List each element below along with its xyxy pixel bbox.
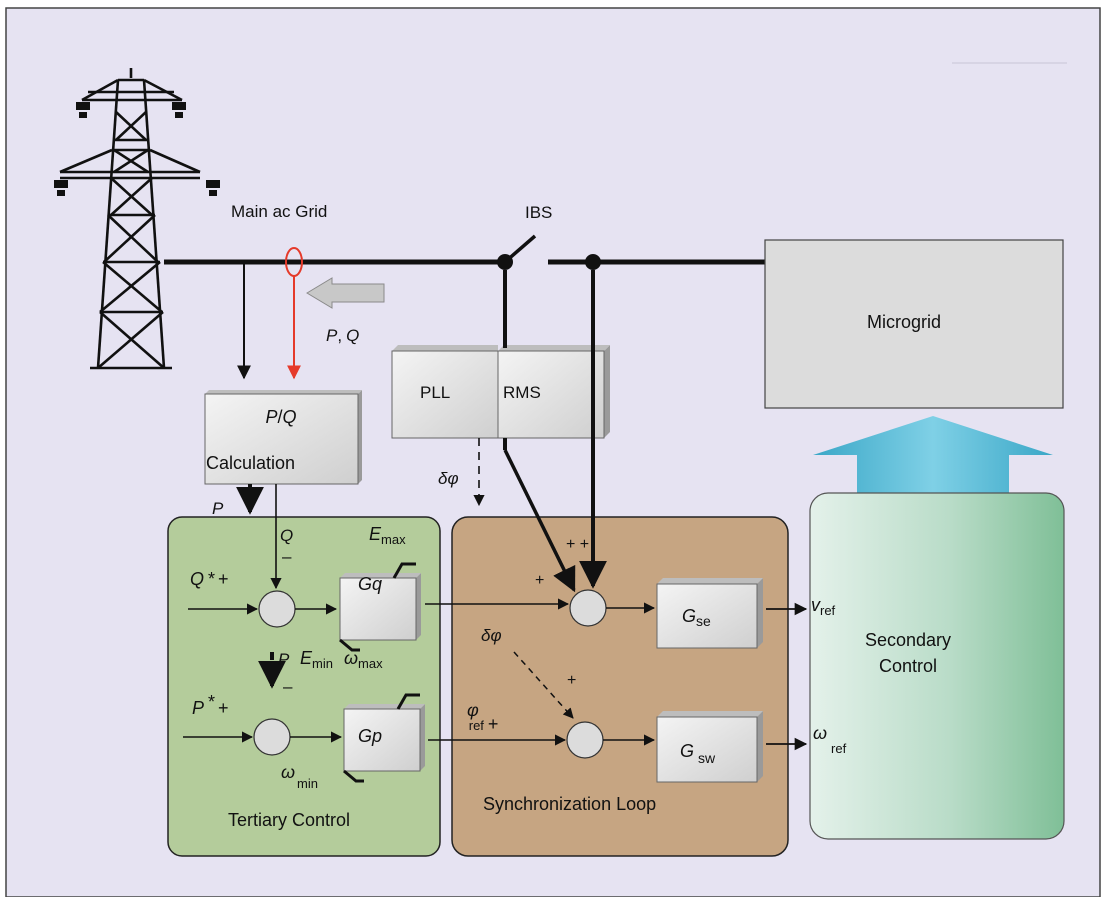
gp-block	[343, 693, 425, 783]
p-summing-junction	[253, 718, 291, 756]
sync-loop-label: Synchronization Loop	[483, 794, 656, 814]
gp-label: Gp	[358, 726, 382, 746]
ibs-node-left	[497, 254, 513, 270]
gsw-block	[656, 711, 763, 783]
rms-label: RMS	[503, 383, 541, 402]
q-summing-junction	[258, 590, 296, 628]
omega-max-label: ωmax	[344, 648, 383, 671]
freq-plus-sign: +	[567, 672, 576, 689]
gse-label: Gse	[682, 606, 711, 629]
gq-block	[339, 562, 421, 652]
p-output-label: P	[212, 499, 224, 518]
ibs-node-right	[585, 254, 601, 270]
gse-block	[656, 578, 763, 649]
rms-box	[497, 345, 610, 439]
p-feedback-label: P	[278, 650, 290, 669]
q-ref-label: Q*+	[190, 569, 229, 589]
delta-phi-mid-label: δφ	[481, 626, 502, 645]
p-minus-sign: –	[283, 677, 293, 696]
delta-phi-pll-label: δφ	[438, 469, 459, 488]
sync-plusplus: + +	[566, 536, 589, 553]
omega-ref-label: ωref	[813, 723, 847, 756]
power-flow-arrow-icon	[306, 277, 385, 309]
e-max-label: Emax	[369, 524, 406, 547]
pll-box	[391, 345, 499, 439]
pq-calc-subtitle: Calculation	[206, 453, 295, 473]
omega-min-label: ωmin	[281, 762, 318, 791]
e-min-label: Emin	[300, 648, 333, 671]
microgrid-label: Microgrid	[867, 312, 941, 332]
delta-phi-dashed-line	[513, 651, 574, 719]
q-feedback-label: Q	[280, 526, 293, 545]
upward-arrow-icon	[813, 416, 1053, 493]
transmission-tower-icon	[59, 68, 201, 370]
p-ref-label: P*+	[192, 692, 229, 718]
sync-plus-top: +	[535, 572, 544, 589]
insulator-icons	[54, 102, 220, 196]
secondary-control-region	[809, 492, 1065, 840]
pll-label: PLL	[420, 383, 450, 402]
pq-calc-title: P/Q	[265, 407, 296, 427]
q-minus-sign: –	[282, 547, 292, 566]
v-ref-label: vref	[811, 595, 836, 618]
main-grid-label: Main ac Grid	[231, 202, 327, 221]
tertiary-control-label: Tertiary Control	[228, 810, 350, 830]
frequency-summing-junction	[566, 721, 604, 759]
rms-diagonal-feed	[503, 449, 576, 593]
microgrid-box	[764, 239, 1064, 409]
gq-label: Gq	[358, 574, 382, 594]
secondary-control-label-1: Secondary	[865, 630, 951, 650]
ibs-label: IBS	[525, 203, 552, 222]
power-flow-label: P,Q	[326, 326, 359, 345]
voltage-summing-junction	[569, 589, 607, 627]
pq-calculation-box	[204, 390, 362, 485]
secondary-control-label-2: Control	[879, 656, 937, 676]
